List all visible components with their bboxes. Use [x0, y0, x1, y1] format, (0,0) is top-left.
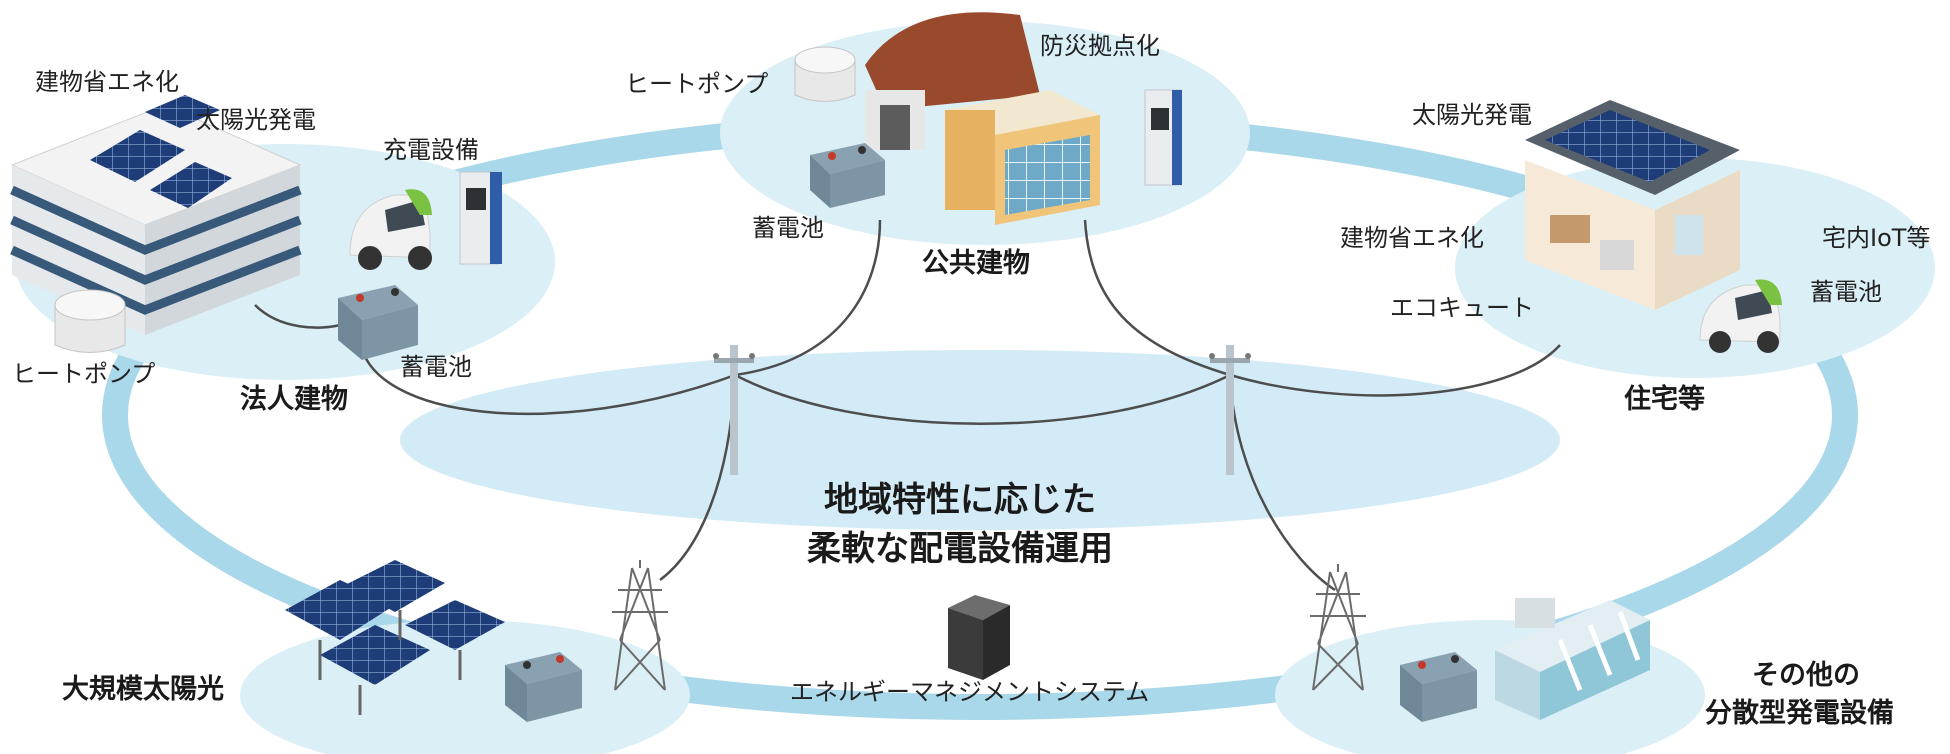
public-battery-label: 蓄電池 [752, 214, 824, 242]
ems-label: エネルギーマネジメントシステム [790, 678, 1150, 706]
utility-pole-left [713, 345, 755, 475]
residential-title: 住宅等 [1624, 384, 1705, 415]
residential-ev-car [1699, 279, 1782, 353]
utility-pole-right [1209, 345, 1251, 475]
rooftop-solar-panels [90, 95, 232, 208]
distributed-title-line2: 分散型発電設備 [1705, 698, 1894, 729]
residential-house [1525, 100, 1740, 310]
public-charger [1144, 89, 1182, 186]
center-title-line1: 地域特性に応じた [824, 480, 1096, 520]
corporate-battery [338, 285, 418, 360]
center-disc [400, 350, 1560, 530]
public-disaster-label: 防災拠点化 [1040, 32, 1160, 60]
corporate-ev-car [349, 189, 432, 270]
public-warehouse [865, 12, 1040, 150]
corporate-solar-label: 太陽光発電 [196, 106, 316, 134]
center-title: 地域特性に応じた 柔軟な配電設備運用 [760, 476, 1160, 575]
solar-farm-battery [505, 652, 582, 722]
public-heatpump-label: ヒートポンプ [625, 70, 769, 98]
large-solar-title: 大規模太陽光 [62, 674, 224, 705]
corporate-heatpump-label: ヒートポンプ [12, 360, 156, 388]
residential-efficiency-label: 建物省エネ化 [1340, 224, 1484, 252]
residential-iot-label: 宅内IoT等 [1822, 224, 1931, 252]
center-title-line2: 柔軟な配電設備運用 [807, 529, 1113, 570]
residential-battery-label: 蓄電池 [1810, 278, 1882, 306]
residential-ecocute-label: エコキュート [1390, 294, 1534, 322]
corporate-title: 法人建物 [240, 384, 348, 415]
public-battery [810, 143, 885, 208]
distributed-battery [1400, 652, 1477, 722]
public-title: 公共建物 [922, 248, 1030, 279]
ems-server [948, 595, 1010, 680]
transmission-tower-right [1310, 564, 1366, 691]
corporate-charger [459, 171, 502, 265]
public-building [945, 90, 1100, 225]
transmission-tower-left [612, 560, 668, 691]
corporate-efficiency-label: 建物省エネ化 [35, 68, 179, 96]
corporate-battery-label: 蓄電池 [400, 353, 472, 381]
corporate-charger-label: 充電設備 [383, 136, 479, 164]
distributed-title-line1: その他の [1752, 660, 1860, 691]
residential-solar-label: 太陽光発電 [1412, 101, 1532, 129]
solar-farm [285, 560, 505, 715]
public-heat-pump [794, 46, 856, 102]
corporate-heat-pump [54, 289, 126, 353]
hydro-dam [1495, 598, 1650, 720]
